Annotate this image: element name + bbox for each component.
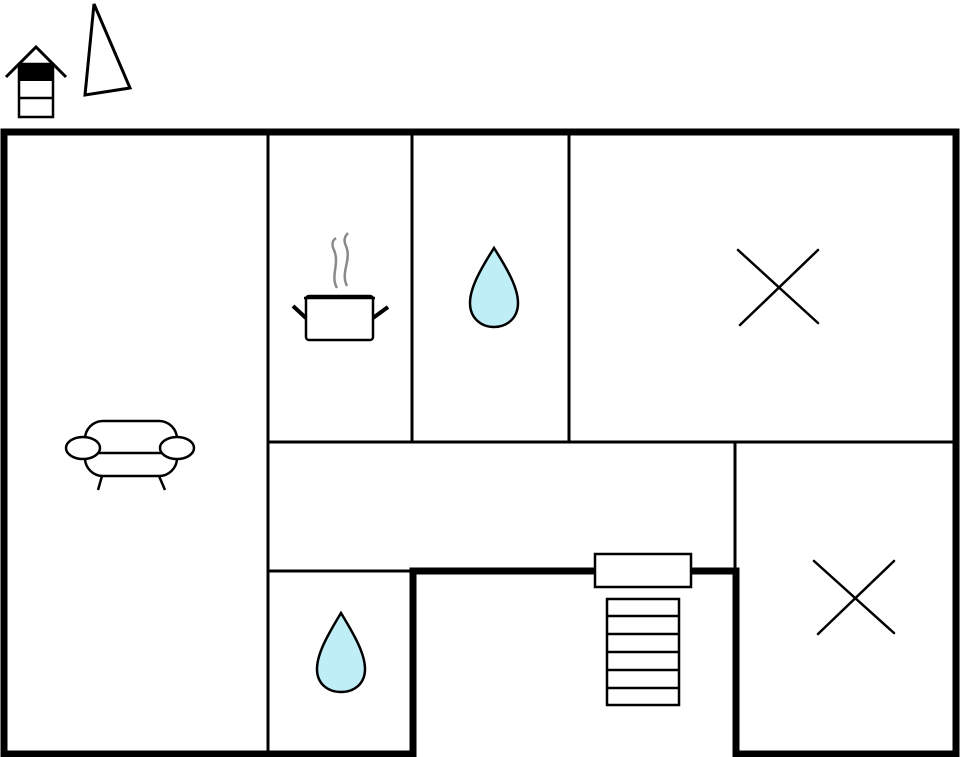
interior-walls: [266, 132, 956, 754]
bed-cross-icon: [812, 559, 896, 636]
cooking-pot-icon: [291, 232, 390, 342]
sofa-icon: [64, 419, 196, 491]
water-drop-icon: [468, 245, 520, 329]
room-hallway: [268, 442, 735, 571]
stairs-icon: [593, 552, 693, 707]
outer-wall: [0, 128, 960, 757]
north-arrow-icon: [83, 3, 133, 97]
room-bedroom-lower: [735, 442, 956, 754]
bed-cross-icon: [736, 248, 820, 327]
room-kitchen: [268, 132, 412, 442]
room-stairwell: [413, 571, 736, 754]
house-level-icon: [4, 44, 68, 119]
room-bedroom-upper: [569, 132, 956, 442]
water-drop-icon: [315, 610, 367, 694]
